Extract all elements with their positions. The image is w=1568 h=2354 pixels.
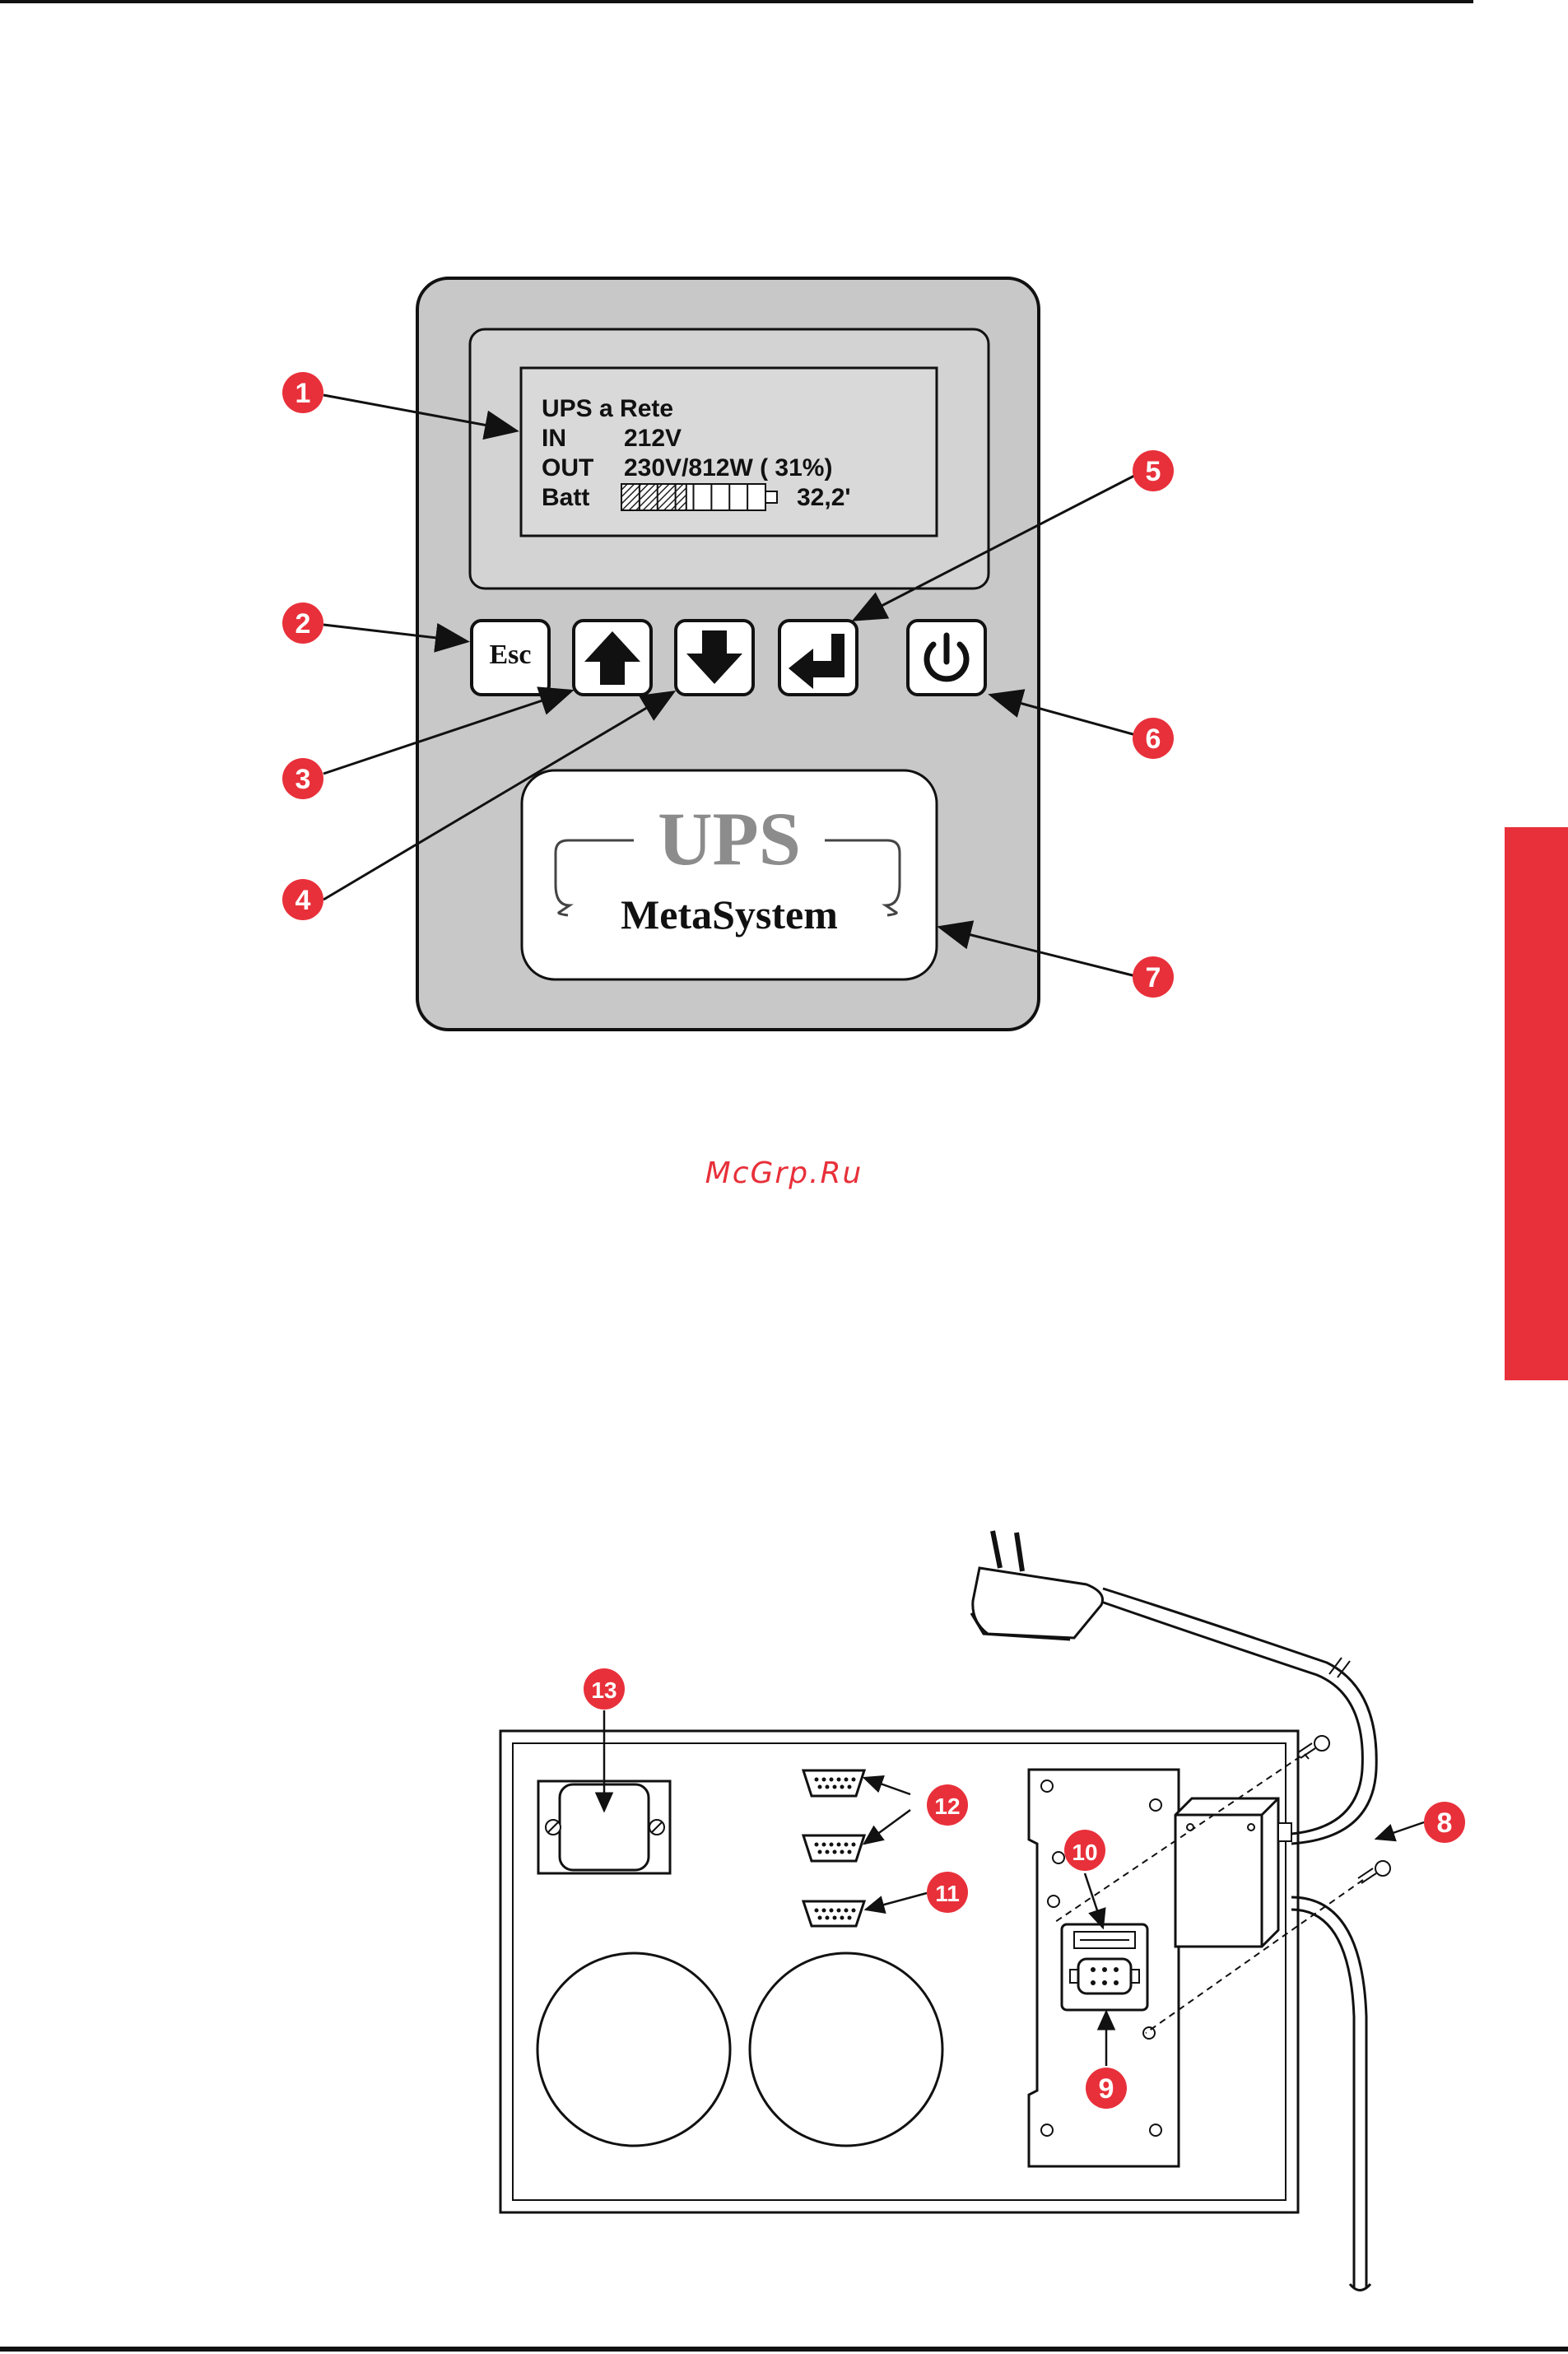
callout-6: 6 (1133, 718, 1174, 759)
callout-5: 5 (1133, 450, 1174, 491)
callout-11: 11 (927, 1872, 968, 1913)
svg-text:3: 3 (295, 764, 311, 795)
callout-4: 4 (282, 879, 323, 920)
lcd-out-label: OUT (542, 454, 593, 482)
svg-text:5: 5 (1146, 456, 1161, 487)
callout-1: 1 (282, 372, 323, 413)
lcd-line-1: UPS a Rete (542, 395, 673, 422)
lcd-in-value: 212V (624, 425, 682, 452)
esc-button[interactable]: Esc (472, 621, 549, 695)
callout-12: 12 (927, 1784, 968, 1826)
lcd-batt-value: 32,2' (797, 484, 851, 511)
battery-fill (621, 484, 686, 510)
callout-3: 3 (282, 758, 323, 799)
power-button[interactable] (908, 621, 985, 695)
callout-10: 10 (1064, 1830, 1105, 1871)
lcd-in-label: IN (542, 425, 566, 452)
callout-13: 13 (584, 1668, 625, 1710)
serial-port-1 (803, 1770, 864, 1796)
svg-text:13: 13 (591, 1677, 616, 1703)
logo-metasystem: MetaSystem (621, 891, 838, 937)
control-panel: UPS a Rete IN 212V OUT 230V/812W ( 31%) … (417, 278, 1039, 1030)
enter-button[interactable] (779, 621, 857, 695)
brand-logo: UPS MetaSystem (522, 770, 937, 979)
bottom-rule (0, 2347, 1568, 2352)
up-button[interactable] (574, 621, 651, 695)
svg-text:6: 6 (1146, 723, 1161, 755)
svg-text:2: 2 (295, 608, 311, 640)
battery-gauge (621, 484, 777, 510)
esc-button-label: Esc (490, 640, 532, 670)
watermark-text: McGrp.Ru (0, 1156, 1568, 1190)
battery-terminal (765, 491, 777, 503)
fan-opening-right (750, 1953, 942, 2146)
callout-8: 8 (1424, 1802, 1465, 1843)
fan-opening-left (537, 1953, 730, 2146)
svg-text:4: 4 (295, 885, 311, 916)
svg-text:9: 9 (1099, 2073, 1114, 2105)
serial-port-2 (803, 1835, 864, 1861)
lcd-batt-label: Batt (542, 484, 589, 511)
serial-port-3 (803, 1901, 864, 1926)
svg-text:1: 1 (295, 378, 311, 409)
callout-9: 9 (1086, 2068, 1127, 2109)
svg-text:10: 10 (1072, 1840, 1097, 1865)
svg-text:8: 8 (1437, 1807, 1453, 1839)
screw-top (1297, 1736, 1329, 1759)
callout-2: 2 (282, 602, 323, 644)
svg-text:7: 7 (1146, 962, 1161, 993)
svg-text:12: 12 (934, 1793, 960, 1819)
lcd-out-value: 230V/812W ( 31%) (624, 454, 832, 482)
logo-ups: UPS (658, 797, 801, 881)
cord-box (1175, 1798, 1291, 1947)
svg-text:11: 11 (935, 1881, 960, 1906)
callout-7: 7 (1133, 956, 1174, 998)
down-button[interactable] (676, 621, 753, 695)
